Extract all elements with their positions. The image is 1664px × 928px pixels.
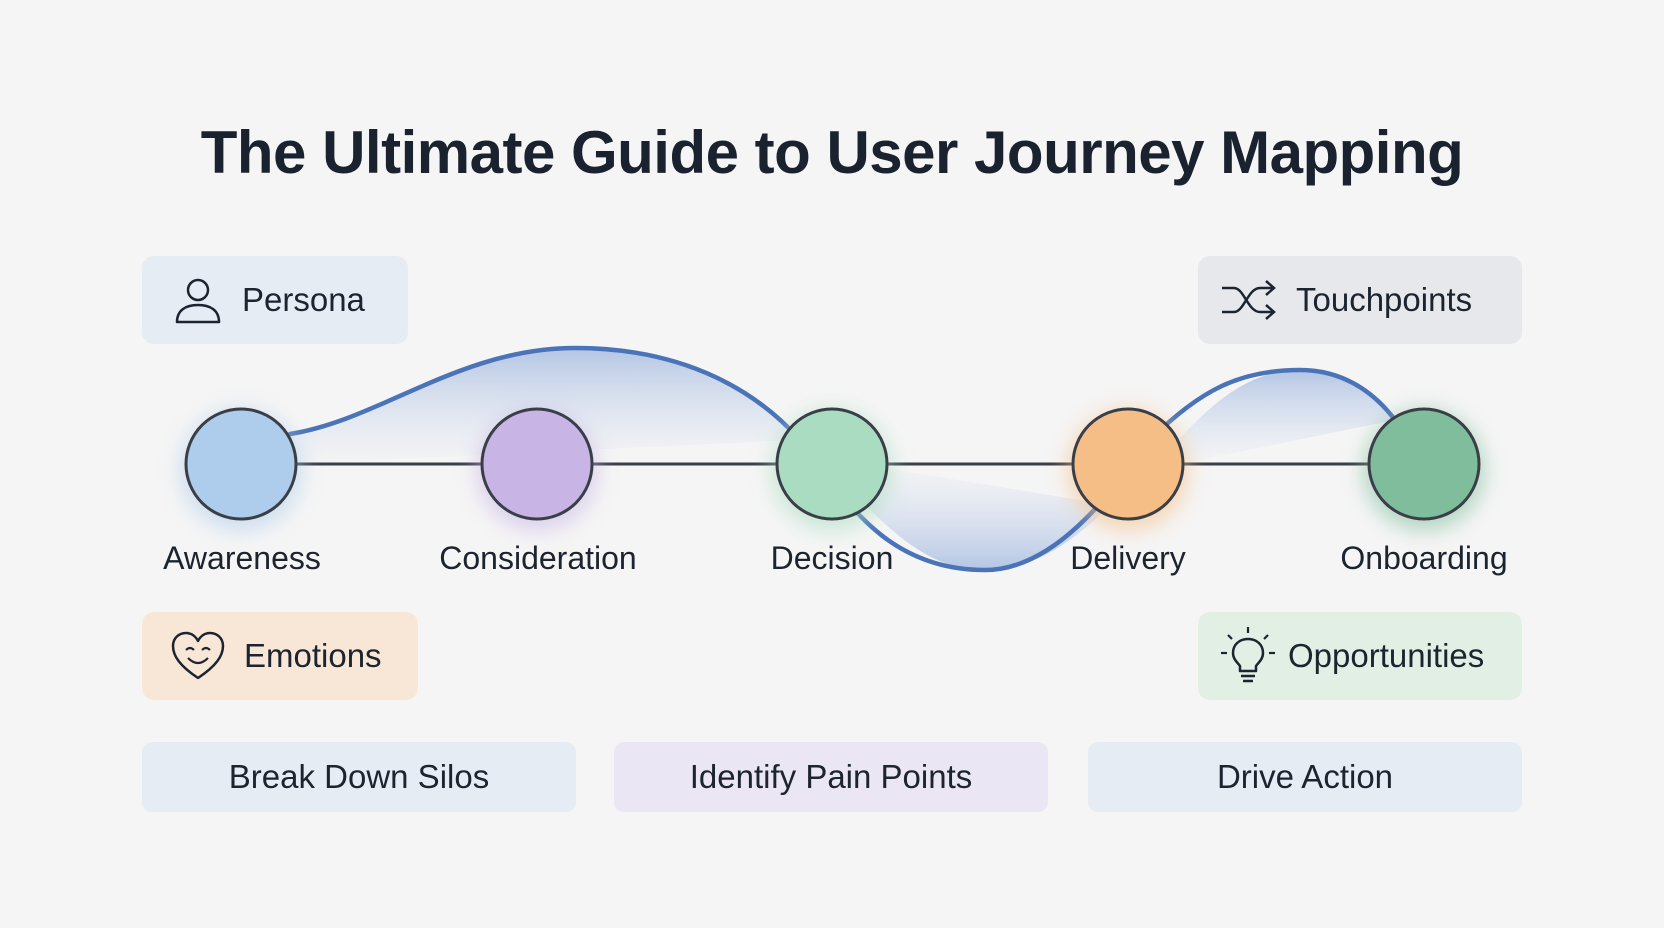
action-identify-pain-points: Identify Pain Points	[614, 742, 1048, 812]
emotion-curve-fill-up-1	[290, 348, 795, 464]
tag-persona-label: Persona	[242, 281, 365, 318]
shuffle-icon	[1222, 280, 1276, 320]
stage-label-onboarding: Onboarding	[1340, 540, 1508, 576]
stage-node-delivery	[1071, 407, 1185, 521]
tag-emotions-label: Emotions	[244, 637, 382, 674]
lightbulb-icon	[1221, 627, 1275, 683]
tag-touchpoints-label: Touchpoints	[1296, 281, 1473, 318]
person-icon	[175, 278, 221, 324]
stage-node-decision	[775, 407, 889, 521]
tag-opportunities: Opportunities	[1198, 612, 1522, 700]
emotion-curve	[287, 345, 1398, 573]
heart-smile-icon	[171, 631, 225, 680]
stage-node-consideration	[480, 407, 594, 521]
action-drive-action: Drive Action	[1088, 742, 1522, 812]
page-title: The Ultimate Guide to User Journey Mappi…	[200, 119, 1464, 186]
stage-node-onboarding	[1367, 407, 1481, 521]
stage-label-delivery: Delivery	[1070, 540, 1186, 576]
stage-node-awareness	[184, 407, 298, 521]
tag-touchpoints: Touchpoints	[1198, 256, 1522, 344]
stage-label-consideration: Consideration	[439, 540, 637, 576]
action-break-down-silos: Break Down Silos	[142, 742, 576, 812]
tag-persona: Persona	[142, 256, 408, 344]
tag-opportunities-label: Opportunities	[1288, 637, 1485, 674]
tag-emotions: Emotions	[142, 612, 418, 700]
emotion-curve-fill-up-2	[1180, 370, 1395, 464]
emotion-curve-fill-down	[860, 464, 1110, 570]
stage-label-awareness: Awareness	[163, 540, 321, 576]
stage-label-decision: Decision	[770, 540, 894, 576]
